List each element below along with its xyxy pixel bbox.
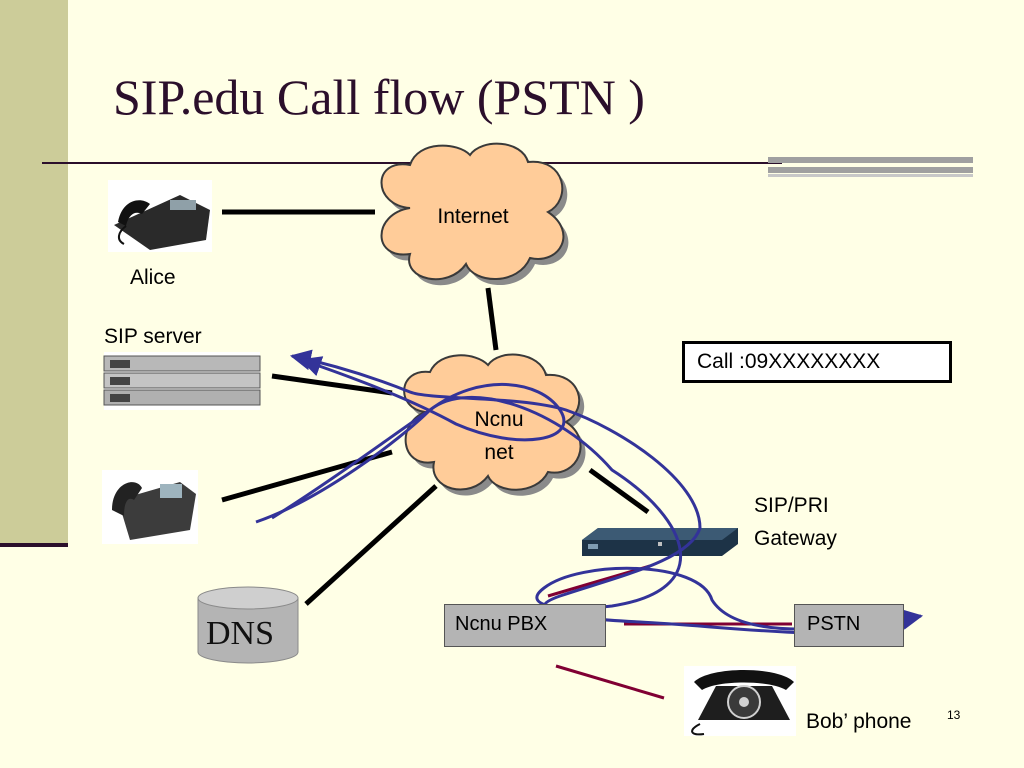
- ncnu-net-label-line2: net: [484, 441, 514, 464]
- sip-server-icon: [103, 352, 261, 410]
- title-accent-bars: [768, 157, 973, 179]
- call-number-box: Call :09XXXXXXXX: [682, 341, 952, 383]
- side-band: [0, 0, 68, 545]
- internet-label: Internet: [437, 205, 509, 228]
- ncnu-net-label-line1: Ncnu: [474, 408, 524, 431]
- gateway-label-line2: Gateway: [754, 527, 837, 550]
- internet-cloud: [380, 142, 569, 286]
- slide-title: SIP.edu Call flow (PSTN ): [113, 69, 645, 125]
- gateway-device-icon: [582, 528, 738, 556]
- link-lines: [221, 209, 650, 606]
- call-flow-arrows: [255, 349, 924, 636]
- flow-response-arrow: [289, 349, 901, 636]
- pstn-box: PSTN: [794, 604, 904, 647]
- flow-ack-arrow: [271, 356, 566, 520]
- side-rule: [0, 543, 68, 547]
- internet-ncnu-link: [485, 287, 499, 351]
- ncnu-gateway-link: [588, 467, 650, 515]
- ip-phone-icon: [102, 470, 198, 544]
- bob-phone-icon: [684, 666, 796, 736]
- sipserver-ncnu-link: [271, 373, 393, 396]
- alice-phone-icon: [108, 180, 212, 252]
- pbx-bob-link: [555, 664, 665, 700]
- dns-database-icon: [197, 586, 299, 664]
- sip-server-label: SIP server: [104, 325, 202, 348]
- gateway-label-line1: SIP/PRI: [754, 494, 829, 517]
- dns-ncnu-link: [304, 484, 438, 606]
- ipphone-ncnu-link: [221, 449, 393, 503]
- bob-phone-label: Bob’ phone: [806, 710, 912, 733]
- pbx-box: Ncnu PBX: [444, 604, 606, 647]
- slide-number: 13: [947, 708, 961, 722]
- dns-label: DNS: [206, 615, 275, 652]
- alice-label: Alice: [130, 266, 176, 289]
